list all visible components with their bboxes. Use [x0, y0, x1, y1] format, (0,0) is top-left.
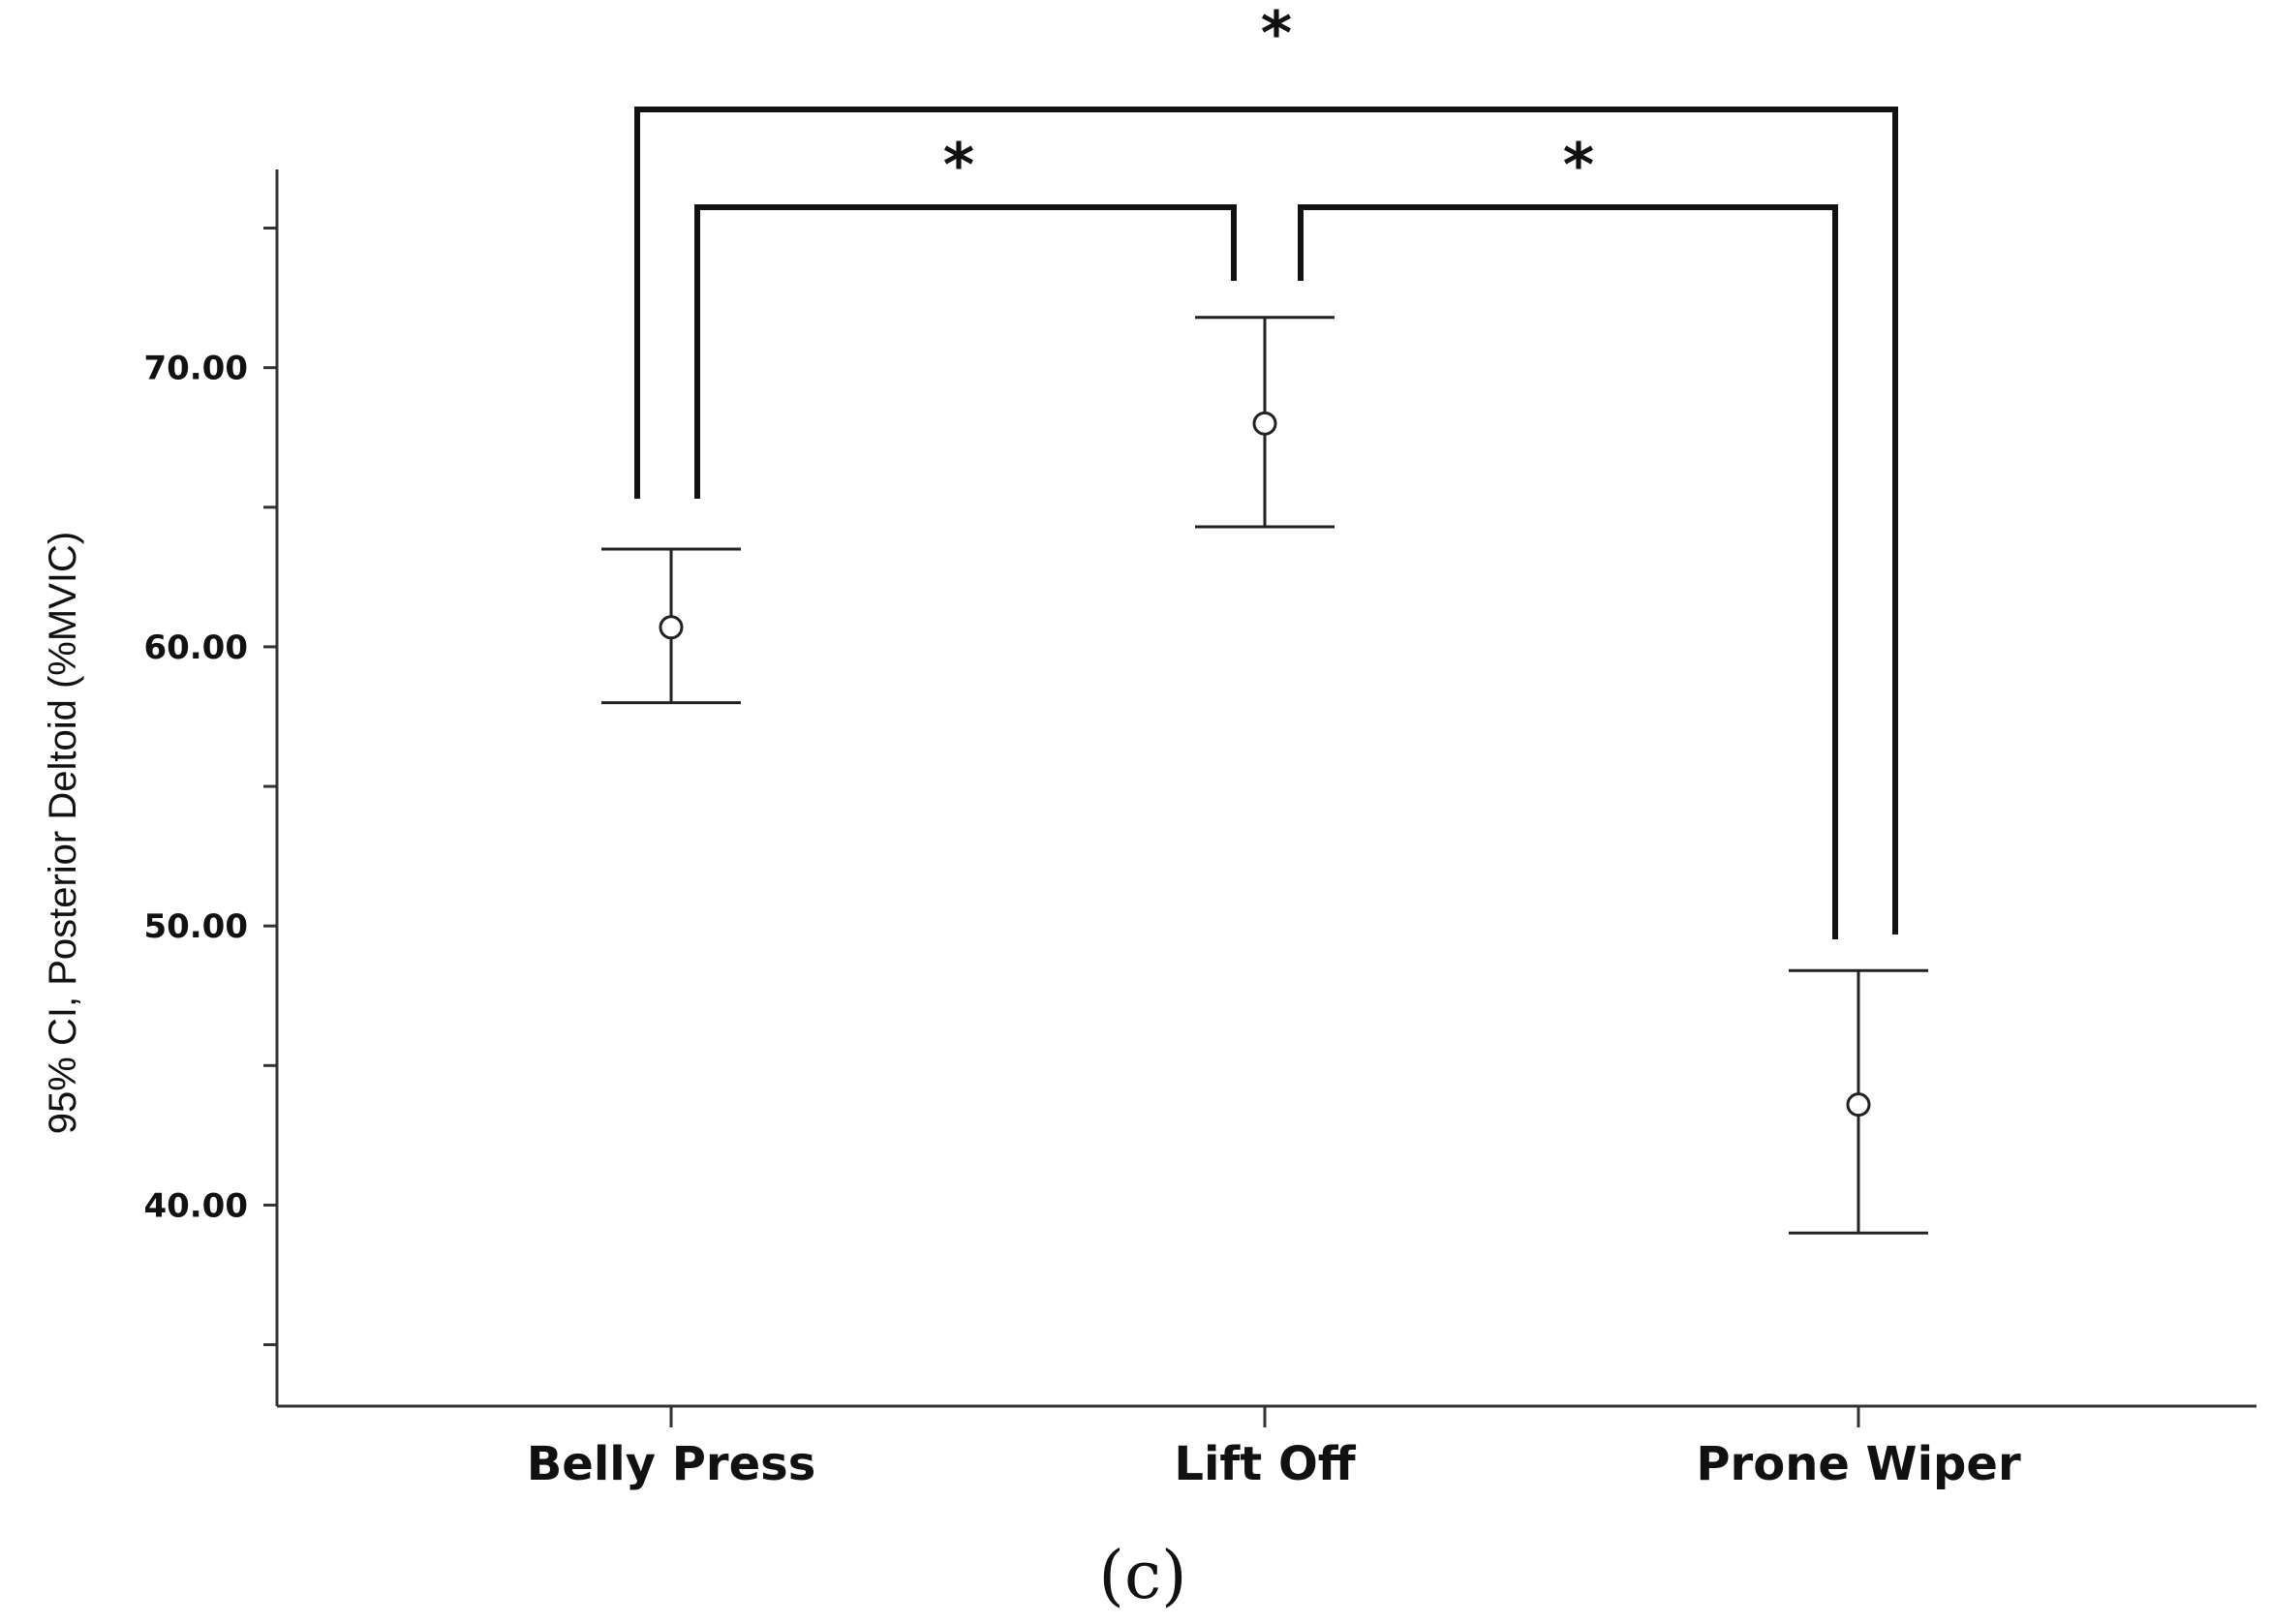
- y-tick-label: 70.00: [143, 350, 248, 388]
- significance-star: *: [1563, 130, 1594, 200]
- significance-bracket: [694, 204, 1237, 499]
- x-tick-label: Belly Press: [527, 1437, 816, 1491]
- y-tick-label: 60.00: [143, 628, 248, 667]
- y-axis-ticks: 40.00 50.00 60.00 70.00: [143, 227, 277, 1347]
- x-tick-label: Lift Off: [1174, 1437, 1356, 1491]
- chart-axes: [275, 169, 2256, 1408]
- x-tick-label: Prone Wiper: [1696, 1437, 2021, 1491]
- panel-label: (c): [1098, 1538, 1186, 1614]
- significance-star: *: [943, 130, 974, 200]
- y-tick-label: 40.00: [143, 1186, 248, 1225]
- mean-marker: [659, 615, 684, 640]
- significance-bracket: [1298, 204, 1838, 939]
- significance-star: *: [1261, 0, 1292, 69]
- error-bars: [601, 316, 1928, 1235]
- significance-bracket: [634, 107, 1898, 935]
- significance-brackets: * * *: [634, 0, 1898, 939]
- mean-marker: [1846, 1092, 1871, 1118]
- mean-marker: [1252, 411, 1277, 436]
- y-tick-label: 50.00: [143, 907, 248, 946]
- y-axis-label: 95% CI, Posterior Deltoid (%MVIC): [42, 532, 84, 1134]
- x-axis-ticks: Belly Press Lift Off Prone Wiper: [527, 1406, 2021, 1491]
